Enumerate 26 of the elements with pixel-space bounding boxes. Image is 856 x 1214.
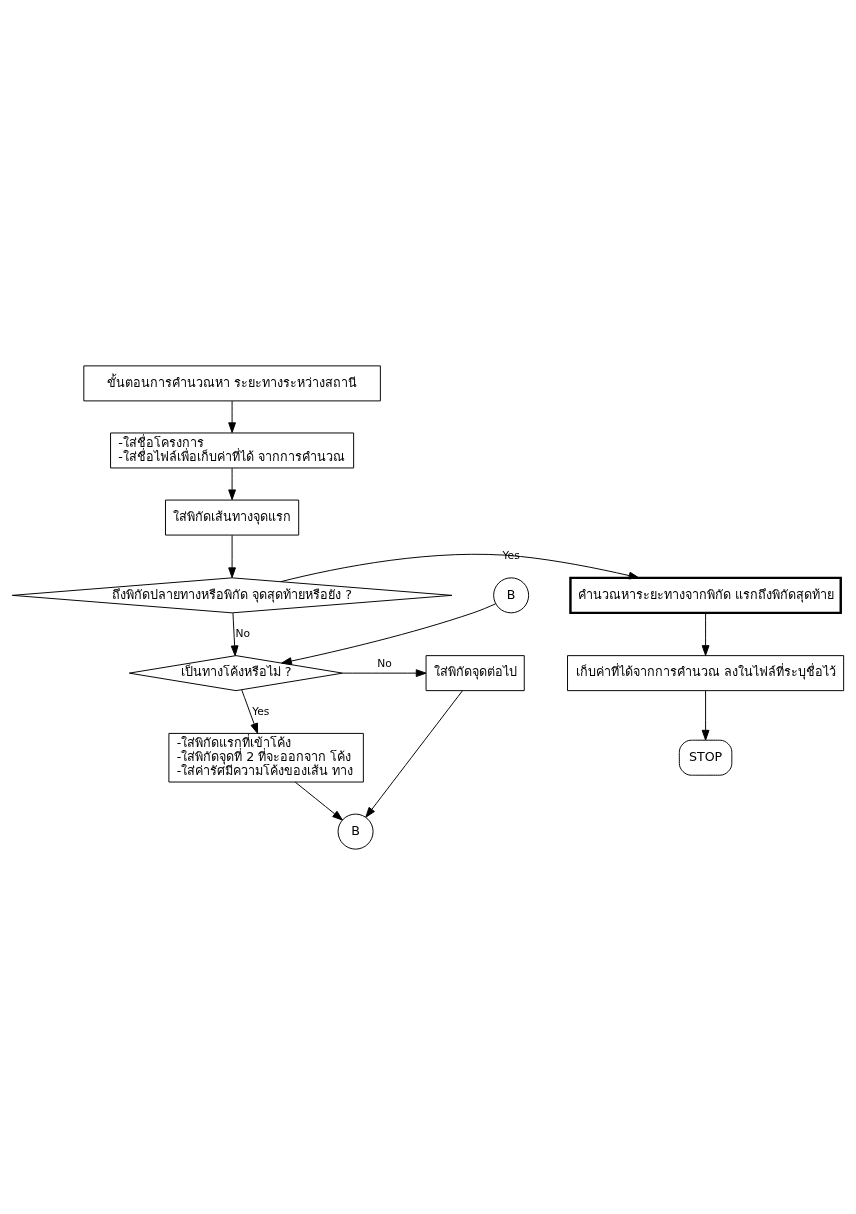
arrow: [701, 612, 710, 656]
arrow: [230, 612, 239, 656]
edge-label: No: [377, 656, 392, 670]
arrow: [228, 534, 236, 578]
node-circle: B: [493, 576, 530, 613]
arrow: [294, 781, 343, 821]
node-box: -ใส่ชื่อโครงการ -ใส่ชื่อไฟล์เพื่อเก็บค่าที่ได้ จากการคำนวณ: [110, 432, 355, 468]
node-box: -ใส่พิกัดแรกที่เข้าโค้ง -ใส่พิกัดจุดที่ 2 ที่จะออกจาก โค้ง -ใส่ค่ารัศมีความโค้งของเส้น ทาง: [168, 732, 364, 782]
node-box: ใส่พิกัดเส้นทางจุดแรก: [165, 499, 300, 536]
arrow: [241, 689, 259, 734]
node-circle: B: [337, 813, 374, 850]
node-box: คำนวณหาระยะทางจากพิกัด แรกถึงพิกัดสุดท้าย: [569, 576, 842, 614]
arrow: [228, 400, 236, 433]
node-box: STOP: [678, 739, 733, 776]
arrow: [365, 689, 463, 818]
arrow: [701, 689, 710, 741]
arrow: [281, 602, 496, 665]
edge-label: No: [235, 626, 251, 640]
node-box: เก็บค่าที่ได้จากการคำนวณ ลงในไฟล์ที่ระบุชื่อไว้: [567, 654, 845, 691]
arrow: [342, 668, 427, 677]
node-box: ใส่พิกัดจุดต่อไป: [425, 654, 525, 691]
arrow: [280, 553, 640, 582]
node-diamond: ถึงพิกัดปลายทางหรือพิกัด จุดสุดท้ายหรือยัง ?: [11, 576, 453, 613]
arrow: [228, 467, 236, 500]
edge-label: Yes: [252, 704, 270, 718]
node-box: ขั้นตอนการคำนวณหา ระยะทางระหว่างสถานี: [83, 364, 381, 401]
